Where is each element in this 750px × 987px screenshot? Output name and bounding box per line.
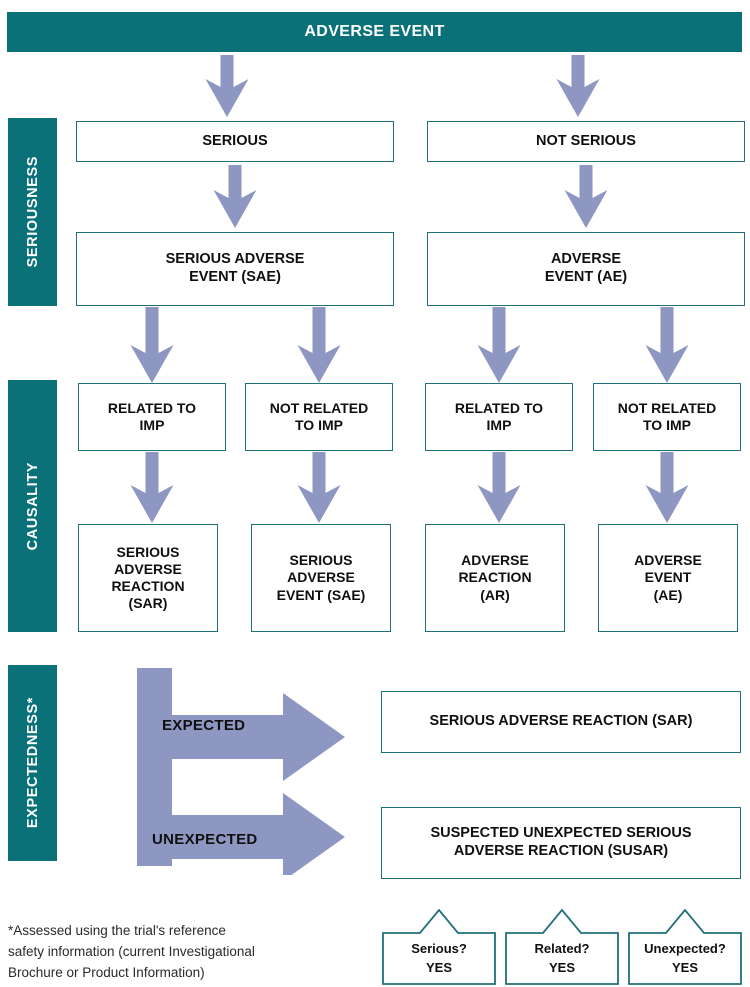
node-not-serious: NOT SERIOUS [427,121,745,162]
node-related-to-imp-2: RELATED TO IMP [425,383,573,451]
node-label-line1: RELATED TO [454,399,544,416]
page-title: ADVERSE EVENT [7,12,742,52]
node-susar-final: SUSPECTED UNEXPECTED SERIOUS ADVERSE REA… [381,807,741,879]
node-serious-adverse-event: SERIOUS ADVERSE EVENT (SAE) [76,232,394,306]
category-bar-label: SERIOUSNESS [24,156,41,268]
node-label-line2: ADVERSE [114,560,182,577]
node-label-line1: NOT RELATED [269,399,369,416]
node-label-line2: REACTION [458,569,532,586]
node-label-line2: EVENT (SAE) [189,269,281,285]
footnote: *Assessed using the trial's reference sa… [8,921,328,984]
node-label-line2: EVENT (AE) [544,269,628,285]
node-label-line1: RELATED TO [107,399,197,416]
footnote-line2: safety information (current Investigatio… [8,943,255,959]
category-bar-label: EXPECTEDNESS* [24,697,41,829]
down-arrow-icon [645,452,689,524]
expectedness-fork-arrow-icon [130,660,390,881]
branch-label-expected: EXPECTED [162,717,246,734]
node-serious-adverse-reaction: SERIOUS ADVERSE REACTION (SAR) [78,524,218,632]
node-serious-adverse-event-outcome: SERIOUS ADVERSE EVENT (SAE) [251,524,391,632]
node-label-line4: (SAR) [128,595,168,612]
node-adverse-event: ADVERSE EVENT (AE) [427,232,745,306]
node-serious: SERIOUS [76,121,394,162]
node-not-related-to-imp-2: NOT RELATED TO IMP [593,383,741,451]
node-label-line2: EVENT [644,569,692,586]
node-label-line2: ADVERSE [287,569,355,586]
callout-answer: YES [671,960,698,975]
branch-label-unexpected: UNEXPECTED [152,831,258,848]
callout-answer: YES [548,960,575,975]
footnote-line3: Brochure or Product Information) [8,964,205,980]
node-label-line1: NOT RELATED [617,399,717,416]
node-adverse-reaction: ADVERSE REACTION (AR) [425,524,565,632]
node-label-line3: REACTION [111,578,185,594]
down-arrow-icon [556,55,600,118]
node-label-line3: (AE) [653,586,683,603]
node-label: SERIOUS [202,132,268,149]
node-label-line3: (AR) [480,586,510,603]
callout-answer: YES [425,960,452,975]
node-label-line2: TO IMP [643,417,691,433]
down-arrow-icon [297,307,341,384]
down-arrow-icon [564,165,608,229]
node-label-line1: ADVERSE [634,552,702,569]
category-bar-seriousness: SERIOUSNESS [8,118,57,306]
category-bar-label: CAUSALITY [24,461,41,551]
callout-unexpected: Unexpected? YES [628,909,742,985]
node-label-line1: ADVERSE [550,251,622,268]
banner-label: ADVERSE EVENT [304,23,445,40]
down-arrow-icon [645,307,689,384]
node-adverse-event-outcome: ADVERSE EVENT (AE) [598,524,738,632]
node-label-line2: ADVERSE REACTION (SUSAR) [453,843,669,859]
node-label: NOT SERIOUS [536,132,636,149]
node-label-line2: IMP [139,417,165,433]
node-label-line1: SUSPECTED UNEXPECTED SERIOUS [430,825,692,842]
node-not-related-to-imp-1: NOT RELATED TO IMP [245,383,393,451]
node-related-to-imp-1: RELATED TO IMP [78,383,226,451]
footnote-line1: *Assessed using the trial's reference [8,923,226,938]
down-arrow-icon [297,452,341,524]
down-arrow-icon [130,452,174,524]
callout-related: Related? YES [505,909,619,985]
callout-question: Unexpected? [644,941,726,957]
node-label-line1: SERIOUS [289,552,353,569]
node-label: SERIOUS ADVERSE REACTION (SAR) [429,713,693,730]
callout-question: Serious? [411,941,467,957]
node-label-line3: EVENT (SAE) [276,586,366,603]
down-arrow-icon [477,452,521,524]
node-label-line2: IMP [486,417,512,433]
down-arrow-icon [213,165,257,229]
down-arrow-icon [130,307,174,384]
node-sar-final: SERIOUS ADVERSE REACTION (SAR) [381,691,741,753]
down-arrow-icon [477,307,521,384]
category-bar-expectedness: EXPECTEDNESS* [8,665,57,861]
down-arrow-icon [205,55,249,118]
callout-serious: Serious? YES [382,909,496,985]
callout-question: Related? [534,941,590,957]
node-label-line1: SERIOUS [116,543,180,560]
category-bar-causality: CAUSALITY [8,380,57,632]
node-label-line1: SERIOUS ADVERSE [165,251,305,268]
node-label-line2: TO IMP [295,417,343,433]
node-label-line1: ADVERSE [461,552,529,569]
